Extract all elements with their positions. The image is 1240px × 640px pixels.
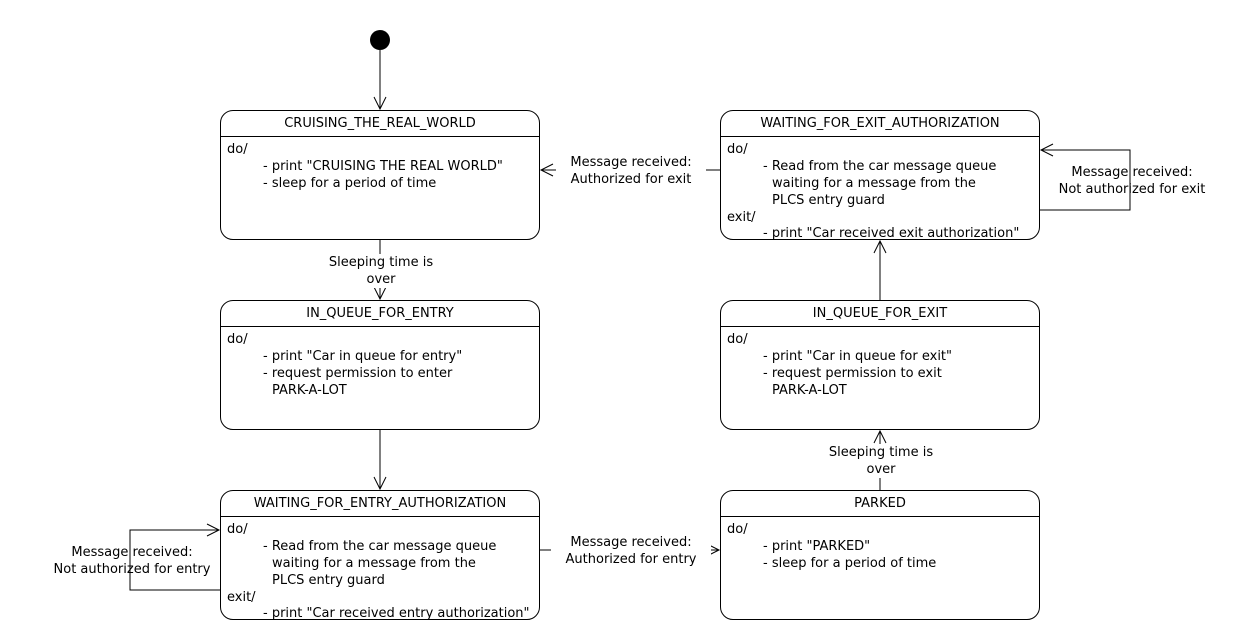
do-line: PARK-A-LOT <box>772 383 847 398</box>
transition-label-exit-not-authorized: Message received: Not authorized for exi… <box>1058 165 1206 197</box>
transition-label-exit-authorized: Message received: Authorized for exit <box>556 154 706 188</box>
do-line: waiting for a message from the <box>772 176 976 191</box>
state-cruising-the-real-world: CRUISING_THE_REAL_WORLD do/ - print "CRU… <box>220 110 540 240</box>
state-in-queue-for-entry: IN_QUEUE_FOR_ENTRY do/ - print "Car in q… <box>220 300 540 430</box>
do-line: - print "CRUISING THE REAL WORLD" <box>263 159 503 174</box>
do-label: do/ <box>227 332 248 347</box>
do-line: - print "Car in queue for entry" <box>263 349 463 364</box>
do-line: PLCS entry guard <box>772 193 885 208</box>
state-name: PARKED <box>721 491 1039 517</box>
do-line: - request permission to exit <box>763 366 942 381</box>
state-in-queue-for-exit: IN_QUEUE_FOR_EXIT do/ - print "Car in qu… <box>720 300 1040 430</box>
state-parked: PARKED do/ - print "PARKED" - sleep for … <box>720 490 1040 620</box>
exit-line: - print "Car received exit authorization… <box>763 226 1020 241</box>
do-line: waiting for a message from the <box>272 556 476 571</box>
state-name: IN_QUEUE_FOR_EXIT <box>721 301 1039 327</box>
do-line: - Read from the car message queue <box>263 539 497 554</box>
do-line: - Read from the car message queue <box>763 159 997 174</box>
exit-label: exit/ <box>227 590 256 605</box>
do-label: do/ <box>727 142 748 157</box>
state-name: WAITING_FOR_EXIT_AUTHORIZATION <box>721 111 1039 137</box>
do-label: do/ <box>227 142 248 157</box>
exit-label: exit/ <box>727 210 756 225</box>
do-line: - sleep for a period of time <box>263 176 437 191</box>
do-line: - sleep for a period of time <box>763 556 937 571</box>
transition-label-sleep-over-entry: Sleeping time is over <box>320 254 442 288</box>
do-label: do/ <box>727 332 748 347</box>
state-name: WAITING_FOR_ENTRY_AUTHORIZATION <box>221 491 539 517</box>
state-name: IN_QUEUE_FOR_ENTRY <box>221 301 539 327</box>
initial-state-dot <box>370 30 390 50</box>
state-waiting-for-entry-authorization: WAITING_FOR_ENTRY_AUTHORIZATION do/ - Re… <box>220 490 540 621</box>
transition-label-sleep-over-exit: Sleeping time is over <box>820 444 942 478</box>
do-label: do/ <box>227 522 248 537</box>
do-line: - print "Car in queue for exit" <box>763 349 953 364</box>
exit-line: - print "Car received entry authorizatio… <box>263 606 530 621</box>
state-waiting-for-exit-authorization: WAITING_FOR_EXIT_AUTHORIZATION do/ - Rea… <box>720 110 1040 241</box>
do-line: PARK-A-LOT <box>272 383 347 398</box>
do-line: PLCS entry guard <box>272 573 385 588</box>
do-line: - print "PARKED" <box>763 539 871 554</box>
do-line: - request permission to enter <box>263 366 453 381</box>
transition-label-entry-authorized: Message received: Authorized for entry <box>551 534 711 568</box>
state-name: CRUISING_THE_REAL_WORLD <box>221 111 539 137</box>
do-label: do/ <box>727 522 748 537</box>
transition-label-entry-not-authorized: Message received: Not authorized for ent… <box>53 545 211 577</box>
